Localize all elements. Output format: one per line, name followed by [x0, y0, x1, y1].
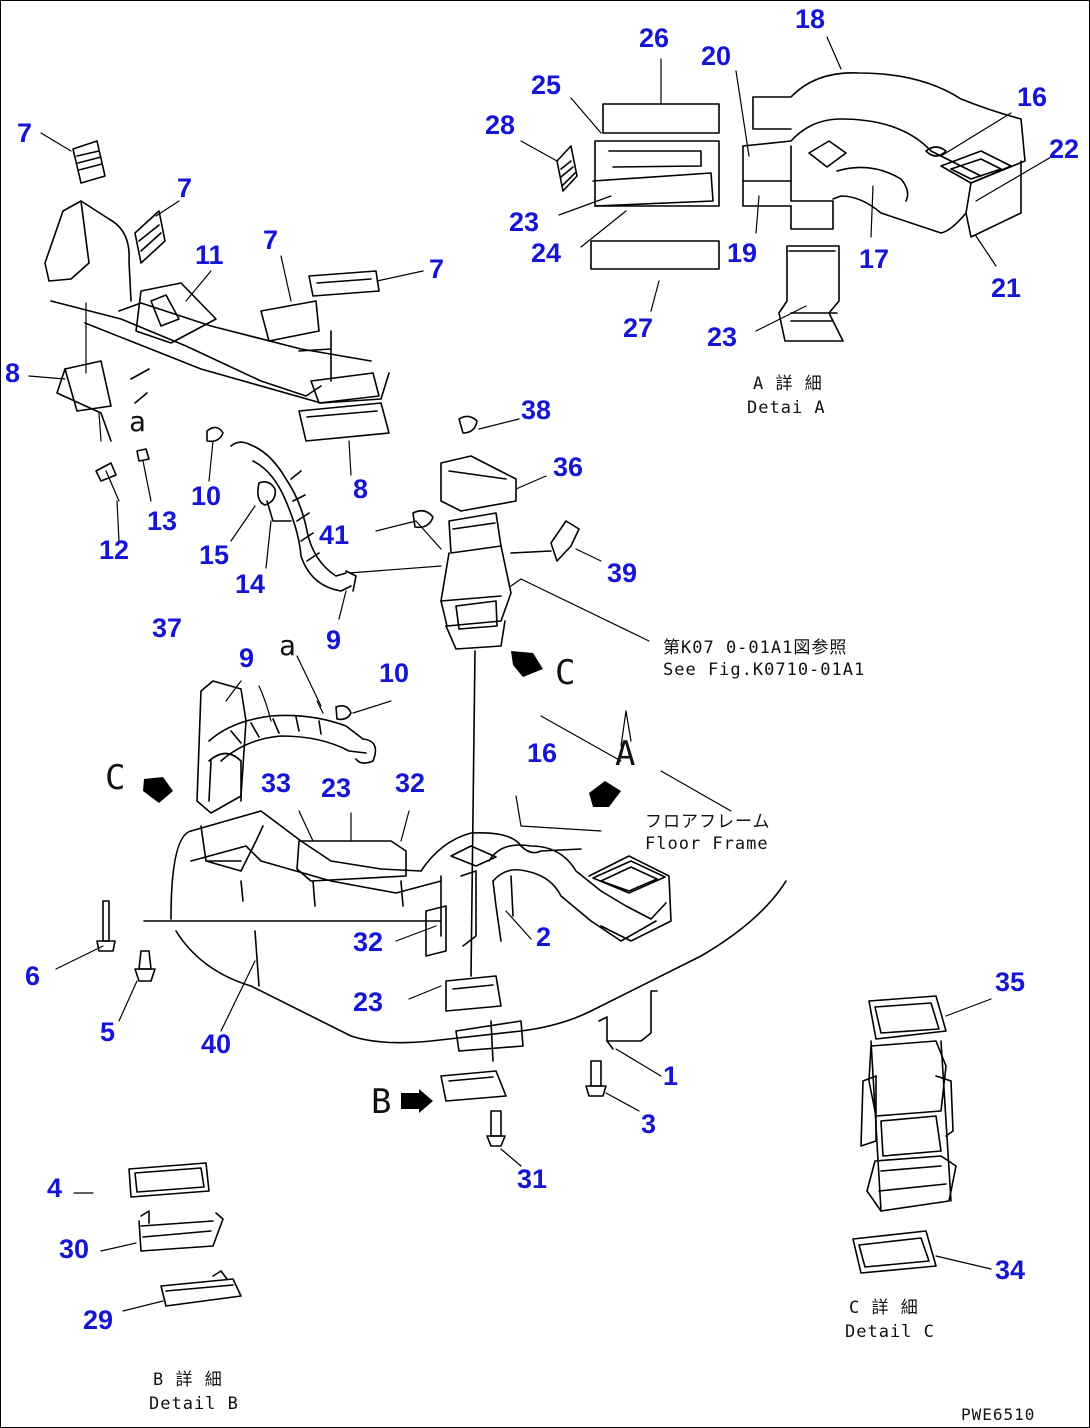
part-number-label: 21	[991, 273, 1022, 303]
part-number-label: 10	[379, 658, 410, 688]
part-number-label: 34	[995, 1255, 1026, 1285]
part-number-label: 32	[395, 768, 426, 798]
part-number-label: 8	[353, 474, 369, 504]
part-number-label: 37	[152, 613, 183, 643]
part-number-label: 1	[663, 1061, 679, 1091]
floor-frame-leaders	[55, 655, 732, 1167]
part-number-label: 6	[25, 961, 41, 991]
part-number-label: 19	[727, 238, 758, 268]
drawing-id: PWE6510	[961, 1405, 1036, 1424]
part-number-label: 25	[531, 70, 562, 100]
part-number-label: 38	[521, 395, 552, 425]
part-number-label: 9	[326, 625, 342, 655]
part-number-label: 13	[147, 506, 178, 536]
part-number-label: 31	[517, 1164, 548, 1194]
see-figure-en: See Fig.K0710-01A1	[663, 660, 866, 680]
part-number-label: 22	[1049, 134, 1080, 164]
part-number-label: 10	[191, 481, 222, 511]
part-number-label: 28	[485, 110, 516, 140]
part-number-label: 40	[201, 1029, 232, 1059]
center-riser-duct	[412, 415, 580, 977]
detail-b-caption-en: Detail B	[149, 1394, 239, 1414]
detail-a-caption-jp: A 詳 細	[753, 374, 823, 394]
part-number-label: 2	[536, 922, 552, 952]
part-number-label: 32	[353, 927, 384, 957]
see-figure-jp: 第K07 0-01A1図参照	[663, 638, 848, 658]
part-number-label: 30	[59, 1234, 90, 1264]
view-arrows	[143, 651, 621, 1113]
detail-b-leaders	[73, 1192, 164, 1312]
part-number-label: 18	[795, 4, 826, 34]
part-number-label: 5	[100, 1017, 116, 1047]
part-number-label: 23	[509, 207, 540, 237]
detail-c-leaders	[935, 998, 992, 1270]
part-number-label: 7	[263, 225, 279, 255]
detail-a-caption-en: Detai A	[747, 398, 826, 418]
part-number-label: 33	[261, 768, 292, 798]
part-number-label: 35	[995, 967, 1026, 997]
part-number-label: 9	[239, 643, 255, 673]
view-letter-a: A	[615, 734, 636, 774]
detail-a-leaders	[520, 36, 1052, 332]
part-number-label: 7	[429, 254, 445, 284]
console-leaders	[28, 132, 424, 620]
view-letter-c: C	[105, 758, 126, 798]
part-number-label: 41	[319, 520, 350, 550]
part-number-label: 8	[5, 358, 21, 388]
part-number-label: 14	[235, 569, 266, 599]
part-number-label: 23	[353, 987, 384, 1017]
riser-leaders	[348, 418, 650, 642]
part-number-label: 11	[195, 240, 224, 270]
part-number-label: 26	[639, 23, 670, 53]
part-number-label: 16	[527, 738, 558, 768]
part-number-label: 27	[623, 313, 654, 343]
console-duct-assembly	[44, 140, 390, 592]
part-number-label: 29	[83, 1305, 114, 1335]
detail-c-caption-jp: C 詳 細	[849, 1298, 919, 1318]
part-number-label: 15	[199, 540, 230, 570]
floor-frame-jp: フロアフレーム	[645, 812, 771, 832]
floor-frame-en: Floor Frame	[645, 834, 769, 854]
part-number-label: 23	[707, 322, 738, 352]
part-number-label: 7	[17, 118, 33, 148]
part-number-label: 17	[859, 244, 890, 274]
detail-c-caption-en: Detail C	[845, 1322, 935, 1342]
view-letter-b: B	[371, 1082, 392, 1122]
part-number-label: 36	[553, 452, 584, 482]
part-number-label: 12	[99, 535, 130, 565]
detail-c-parts	[852, 995, 957, 1274]
view-letter-a-small: a	[129, 405, 146, 438]
part-number-label: 3	[641, 1109, 657, 1139]
part-number-label: 24	[531, 238, 562, 268]
part-number-label: 20	[701, 41, 732, 71]
detail-a-duct-assembly	[556, 72, 1026, 342]
part-number-label: 23	[321, 773, 352, 803]
view-letter-a-small: a	[279, 629, 296, 662]
part-number-label: 4	[47, 1173, 63, 1203]
part-number-label: 39	[607, 558, 638, 588]
part-number-label: 7	[177, 173, 193, 203]
view-letter-c: C	[555, 653, 576, 693]
floor-frame-assembly	[96, 680, 787, 1147]
part-number-label: 16	[1017, 82, 1048, 112]
detail-b-caption-jp: B 詳 細	[153, 1370, 223, 1390]
detail-b-parts	[128, 1162, 242, 1307]
